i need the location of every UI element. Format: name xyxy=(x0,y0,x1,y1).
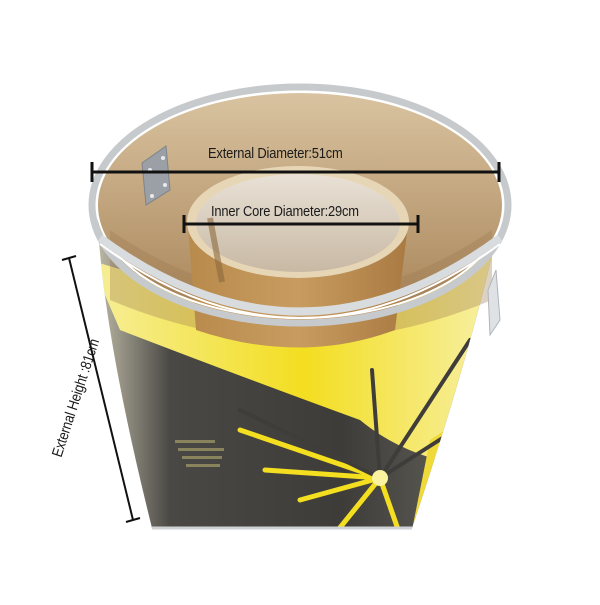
side-handle xyxy=(487,269,501,337)
bracket-plate xyxy=(141,145,171,206)
inner-core-diameter-label: Inner Core Diameter:29cm xyxy=(211,203,359,220)
external-diameter-label: External Diameter:51cm xyxy=(208,145,343,162)
dimension-lines xyxy=(61,162,501,523)
drum-rim xyxy=(88,83,512,327)
external-height-line xyxy=(68,257,134,521)
starburst-graphic xyxy=(237,427,403,528)
